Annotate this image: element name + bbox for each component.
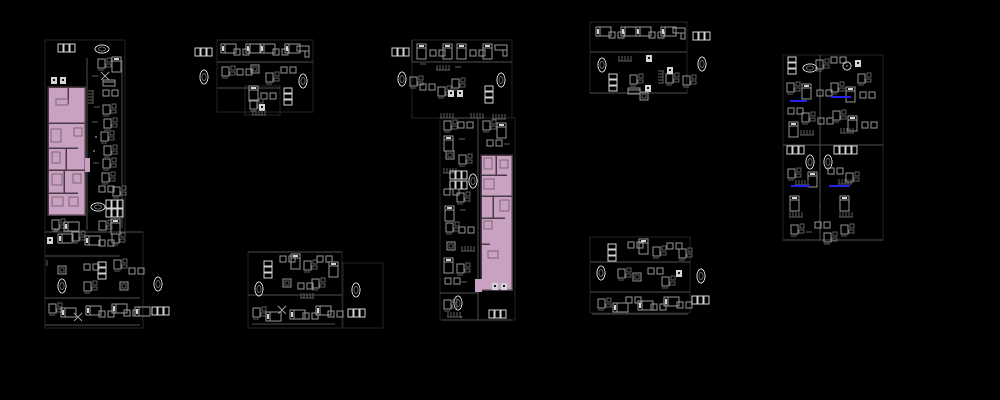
highlighted-unit-a[interactable] — [47, 86, 90, 216]
building-bottom-right — [596, 238, 710, 313]
unit-furniture — [73, 127, 83, 137]
unit-furniture — [55, 98, 69, 106]
unit-furniture — [487, 250, 499, 259]
building-top-middle — [194, 43, 310, 116]
unit-furniture — [483, 178, 495, 190]
building-bottom-middle — [252, 253, 366, 322]
blue-accent-line — [791, 185, 810, 187]
building-center-tower — [391, 43, 510, 319]
unit-furniture — [499, 199, 510, 212]
unit-furniture — [51, 196, 64, 207]
building-left-slab — [51, 43, 127, 235]
building-left-wing — [46, 230, 170, 322]
unit-furniture — [72, 173, 82, 184]
building-outline — [342, 262, 384, 329]
building-far-right — [786, 56, 878, 245]
unit-furniture — [51, 173, 63, 186]
building-outline — [589, 236, 691, 314]
unit-furniture — [483, 220, 493, 230]
highlighted-unit-b[interactable] — [475, 154, 513, 292]
unit-area[interactable] — [475, 279, 482, 292]
unit-furniture — [483, 157, 493, 170]
unit-furniture — [51, 151, 61, 164]
unit-area[interactable] — [85, 158, 90, 172]
blue-accent-line — [829, 185, 850, 187]
unit-furniture — [68, 196, 79, 207]
building-top-right — [595, 26, 711, 101]
blue-accent-line — [790, 100, 807, 102]
unit-area[interactable] — [480, 154, 513, 291]
unit-furniture — [499, 159, 509, 169]
blue-accent-line — [831, 96, 851, 98]
unit-furniture — [50, 128, 62, 143]
